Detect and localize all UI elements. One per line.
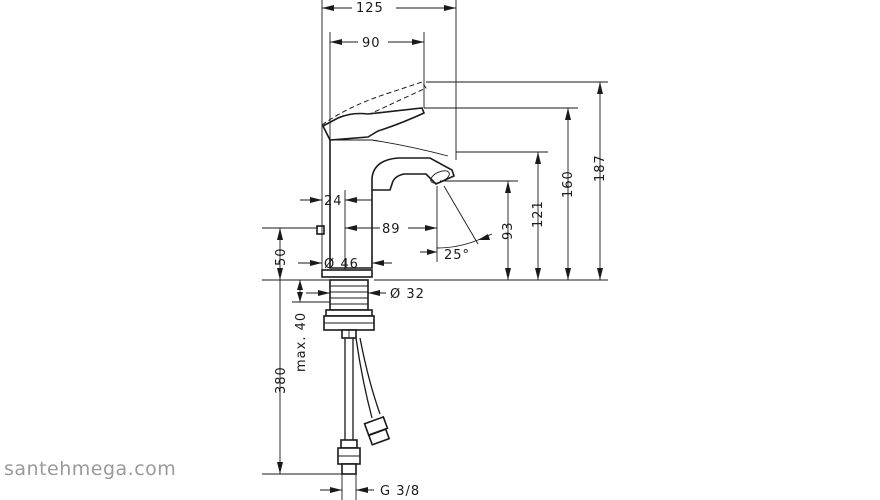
dimension-lines (262, 0, 608, 500)
dim-121: 121 (531, 200, 546, 228)
dim-24: 24 (324, 194, 343, 209)
faucet-body (316, 81, 455, 278)
dim-125: 125 (356, 1, 384, 16)
mounting-assembly (323, 279, 391, 475)
dim-187: 187 (593, 154, 608, 182)
dim-90: 90 (362, 36, 381, 51)
dim-89: 89 (382, 222, 401, 237)
dim-dia-46: Ø 46 (324, 257, 359, 272)
dimension-labels: 125 90 187 160 121 93 24 89 25° 50 Ø 46 … (274, 0, 608, 499)
dim-160: 160 (561, 170, 576, 198)
dim-thread-g38: G 3/8 (380, 484, 420, 499)
dim-93: 93 (501, 221, 516, 240)
watermark: santehmega.com (4, 458, 177, 480)
dim-max-40: max. 40 (294, 312, 309, 372)
dim-50: 50 (274, 247, 289, 266)
dim-angle-25: 25° (444, 248, 470, 263)
dim-dia-32: Ø 32 (390, 287, 425, 302)
dim-380: 380 (274, 366, 289, 394)
